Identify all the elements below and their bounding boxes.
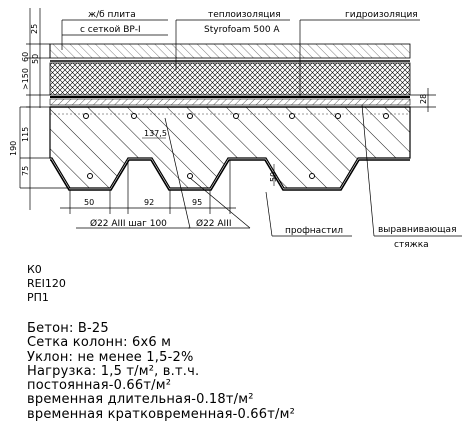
dim-28: 28: [419, 94, 428, 104]
dim-92: 92: [144, 198, 154, 207]
dim-25: 25: [30, 24, 39, 34]
spec-concrete: Бетон: В-25: [27, 321, 109, 336]
label-screed-1: выравнивающая: [378, 225, 456, 235]
spec-load: Нагрузка: 1,5 т/м², в.т.ч.: [27, 363, 200, 379]
spec-long-term: временная длительная-0.18т/м²: [27, 392, 254, 408]
spec-short-term: временная кратковременная-0.66т/м²: [27, 406, 295, 422]
label-insulation-2: Styrofoam 500 A: [204, 25, 280, 35]
class-k: К0: [27, 263, 42, 276]
class-rp: РП1: [27, 291, 49, 304]
label-waterproofing: гидроизоляция: [345, 10, 418, 20]
spec-grid: Сетка колонн: 6х6 м: [27, 335, 172, 351]
dim-95: 95: [192, 198, 202, 207]
roof-section-drawing: 25 60 >150 50 115 75 190 28 137,5 50 50 …: [9, 8, 462, 250]
label-profiled-sheet: профнастил: [285, 226, 343, 236]
label-rebar-right: Ø22 AIII: [196, 218, 232, 229]
label-insulation-1: теплоизоляция: [208, 10, 281, 20]
notes-block: К0 REI120 РП1 Бетон: В-25 Сетка колонн: …: [27, 263, 457, 422]
dim-150: >150: [21, 68, 30, 90]
dim-137: 137,5: [144, 129, 167, 138]
dim-190: 190: [9, 141, 18, 156]
dim-60: 60: [21, 52, 30, 62]
label-slab-1: ж/б плита: [88, 10, 136, 20]
rebar-dots: [83, 113, 389, 179]
label-screed-2: стяжка: [394, 240, 429, 250]
dim-50-bottom: 50: [84, 198, 94, 207]
insulation-layer: [49, 62, 411, 96]
dim-50-side: 50: [31, 54, 40, 64]
class-rei: REI120: [27, 277, 66, 290]
dim-50-rib: 50: [269, 172, 278, 182]
screed-layer: [49, 98, 411, 106]
spec-permanent: постоянная-0.66т/м²: [27, 378, 172, 394]
dim-75: 75: [21, 166, 30, 176]
dim-115: 115: [21, 127, 30, 142]
label-rebar-left: Ø22 AIII шаг 100: [90, 218, 167, 229]
profiled-sheet-line: [50, 159, 410, 191]
ribbed-concrete-slab: [49, 106, 411, 189]
slab-layer: [49, 43, 411, 59]
spec-slope: Уклон: не менее 1,5-2%: [27, 349, 194, 365]
label-slab-2: с сеткой ВР-I: [80, 25, 141, 35]
